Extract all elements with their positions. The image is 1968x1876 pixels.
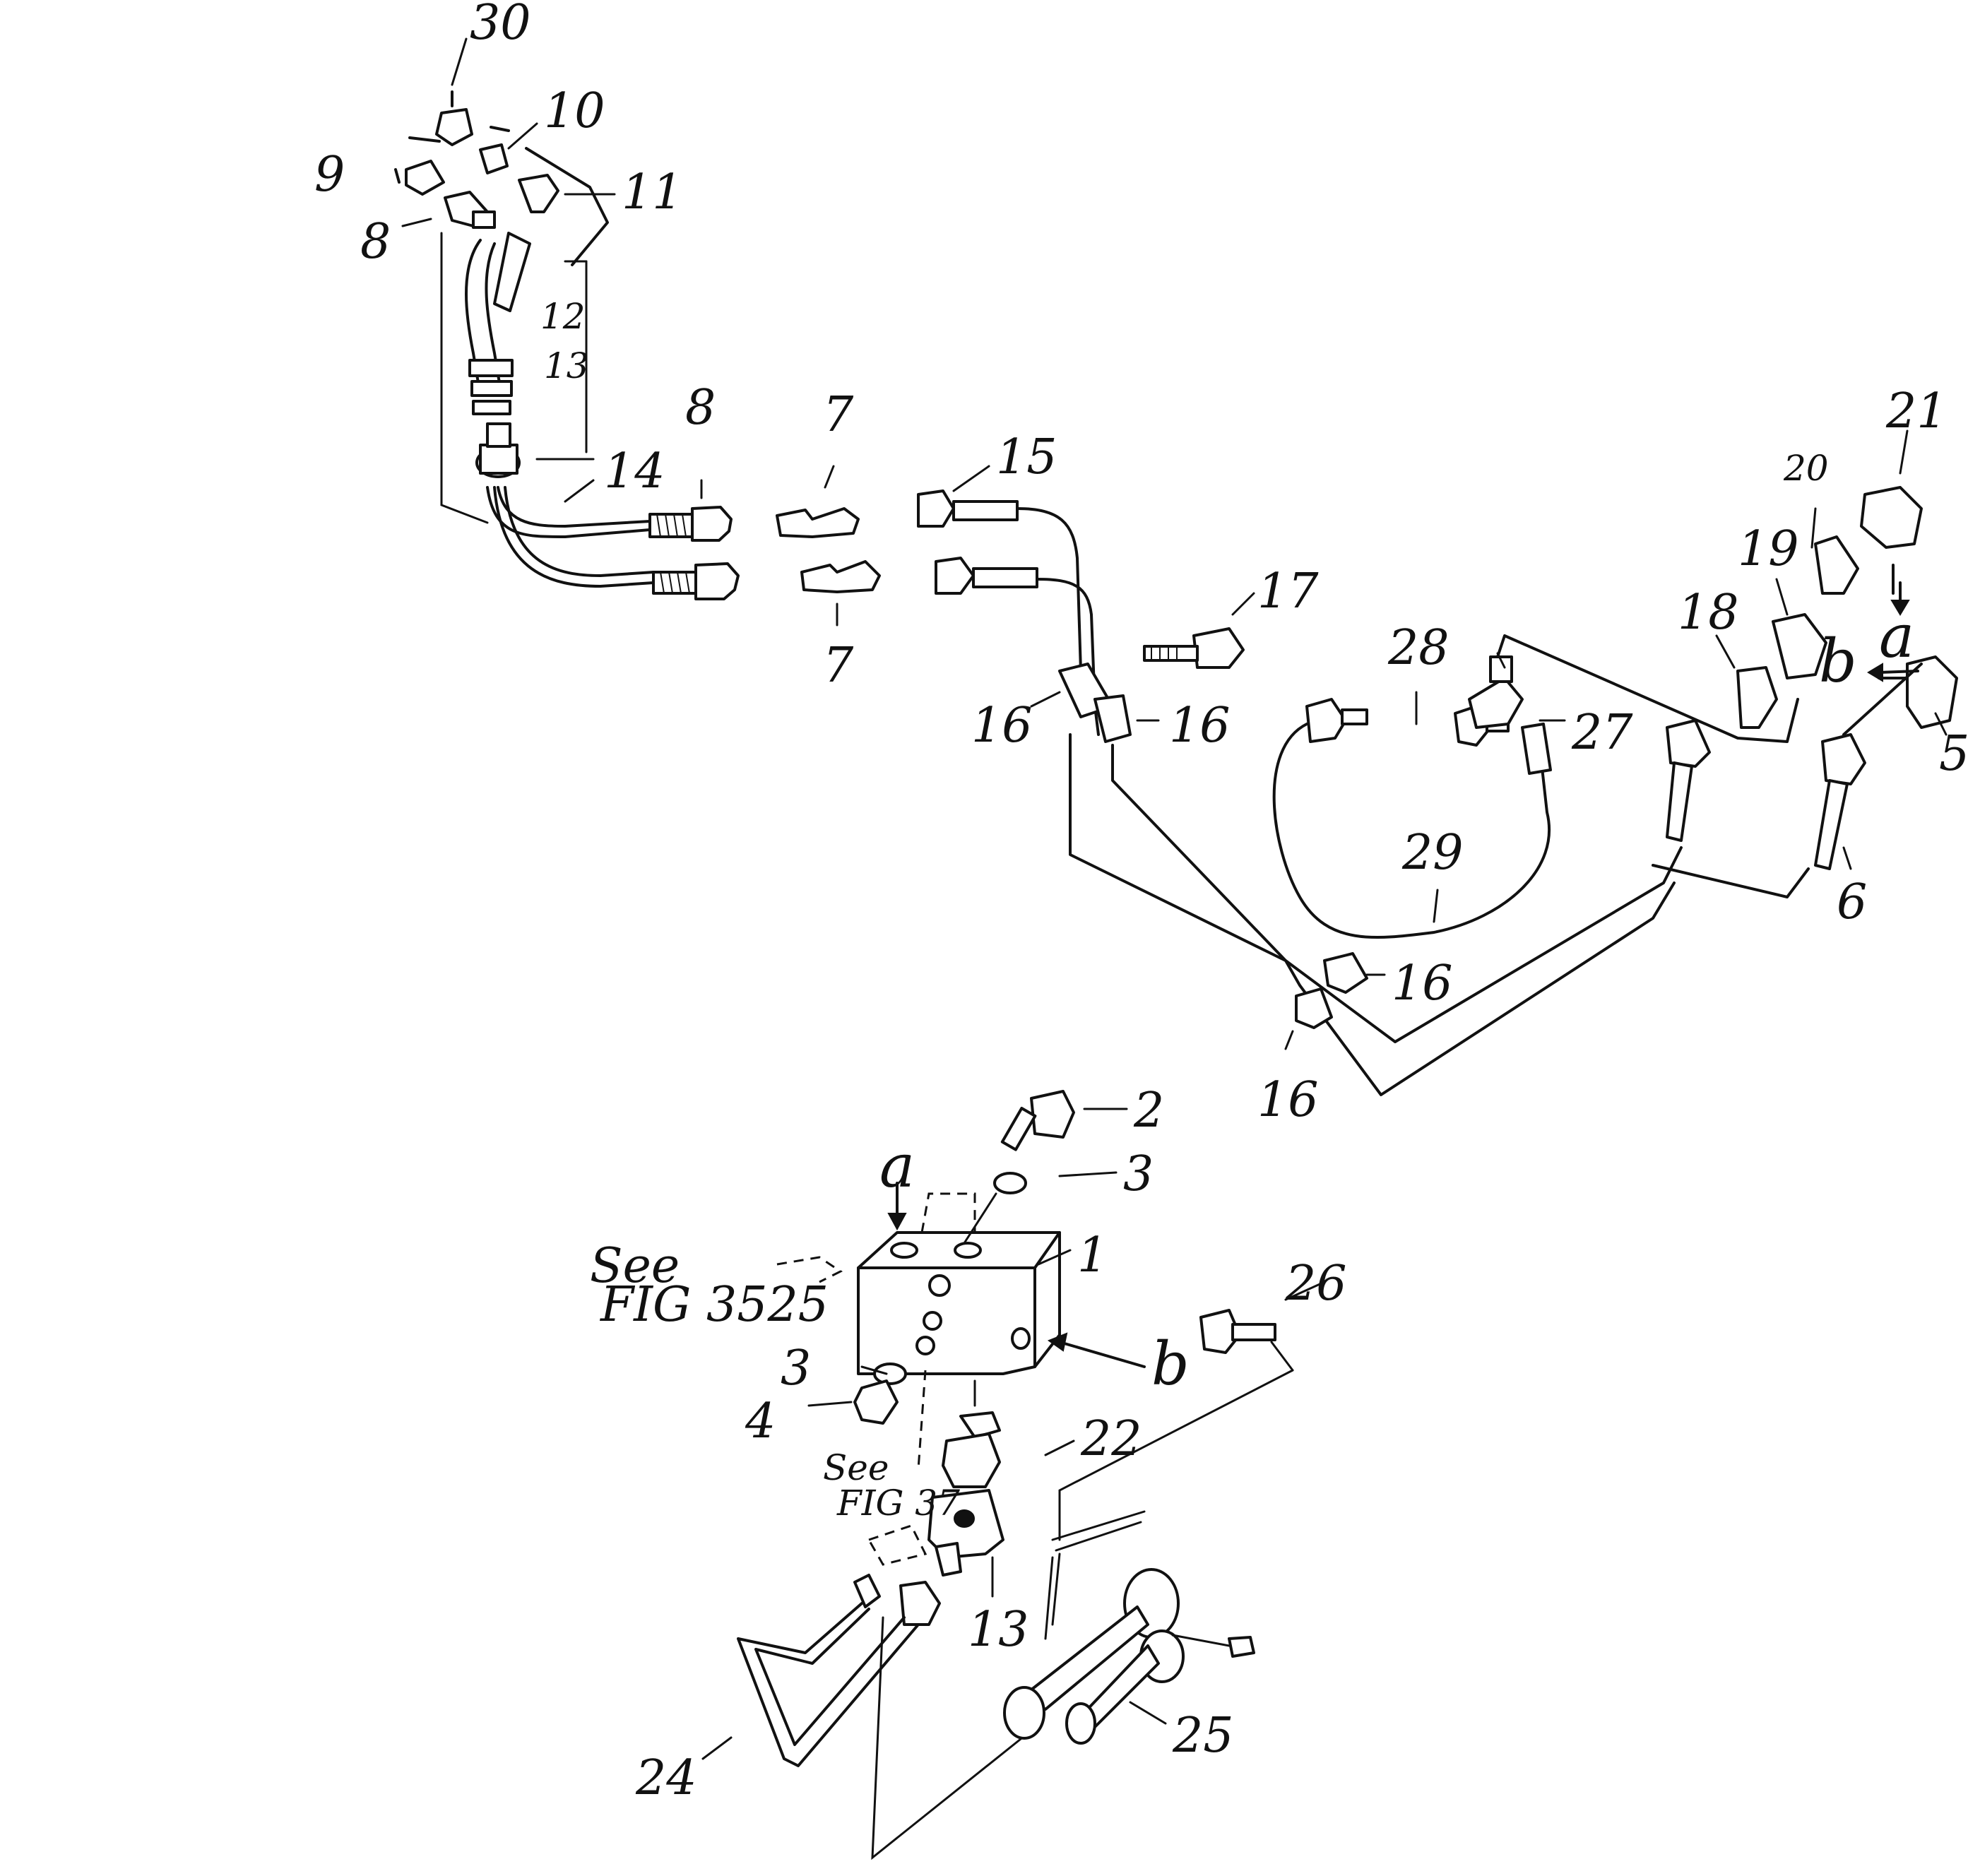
hose-24 [737,1574,1033,1860]
callout-4: 4 [745,1394,776,1449]
clamps-16-lower [1295,952,1368,1029]
hoses-to-fittings-8 [486,486,740,600]
callout-20: 20 [1783,448,1829,489]
callout-15: 15 [996,429,1057,485]
fittings-18-21 [1496,486,1958,743]
callout-17: 17 [1257,564,1319,619]
valve-block-1 [857,1192,1061,1470]
bolt-26 [1199,1309,1294,1372]
callout-21: 21 [1885,384,1948,439]
fitting-22-block-13 [867,1379,1004,1577]
callout-12: 12 [540,296,586,337]
callout-3-top: 3 [1123,1146,1154,1202]
callout-29: 29 [1401,825,1464,881]
bolt-2-washer-3 [963,1090,1075,1245]
callout-16-b: 16 [1169,698,1231,754]
callout-8-mid: 8 [685,380,716,436]
hoses-5-6 [1666,663,1923,870]
callout-5: 5 [1939,726,1968,782]
callout-11: 11 [622,165,683,220]
fittings-7 [776,507,881,593]
callout-28: 28 [1387,620,1450,676]
callout-8-top: 8 [360,214,391,270]
note-see-1: See [590,1238,680,1294]
letter-b-top: b [1819,627,1857,696]
air-horn-25 [1003,1369,1294,1745]
reference-frame-lines [440,232,595,524]
letter-b-bottom: b [1151,1329,1190,1399]
callout-2: 2 [1133,1083,1164,1139]
callout-22: 22 [1080,1411,1142,1467]
washer-3-nut-4 [853,1363,907,1425]
connection-letters: a b a b [879,602,1914,1399]
callout-7-bottom: 7 [823,638,854,694]
callout-27: 27 [1571,705,1633,761]
hoses-15 [917,489,1100,736]
note-fig-3525: FIG 3525 [599,1277,829,1333]
elbow-27 [1468,652,1524,729]
tube-routing-main [1069,733,1810,1096]
clamps-16-upper [1058,663,1132,743]
callout-18: 18 [1678,585,1739,641]
callout-25: 25 [1172,1708,1234,1764]
pressure-switch-wire [1272,698,1552,939]
letter-a-bottom: a [879,1132,915,1201]
callout-14: 14 [604,444,665,499]
callout-16-c: 16 [1392,956,1453,1011]
callout-30: 30 [470,0,531,51]
callout-19: 19 [1738,521,1799,577]
callout-16-a: 16 [971,698,1033,754]
letter-a-top: a [1879,602,1914,671]
callout-16-d: 16 [1257,1072,1319,1128]
see-fig-bracket [776,1256,843,1283]
callout-3-bottom: 3 [781,1341,811,1396]
callout-1: 1 [1077,1228,1108,1283]
callout-10: 10 [544,83,605,139]
callout-6: 6 [1837,874,1867,930]
reference-notes: See FIG 3525 See FIG 37 [590,1238,960,1524]
callout-24: 24 [635,1750,697,1806]
callout-7-top: 7 [823,387,854,443]
callout-13-top: 13 [544,345,589,386]
hose-12-13-14 [465,239,521,478]
callout-labels: 30 10 9 11 8 12 13 14 8 7 7 15 17 16 16 … [314,0,1968,1806]
valve-cluster [394,90,609,312]
callout-26: 26 [1285,1256,1347,1312]
note-see-2: See [823,1447,889,1488]
callout-13-bottom: 13 [968,1602,1029,1658]
bolt-17 [1143,627,1245,669]
flow-arrows [887,581,1919,1368]
note-fig-37: FIG 37 [836,1483,960,1524]
callout-9: 9 [314,147,345,203]
leader-lines [401,37,1948,1760]
